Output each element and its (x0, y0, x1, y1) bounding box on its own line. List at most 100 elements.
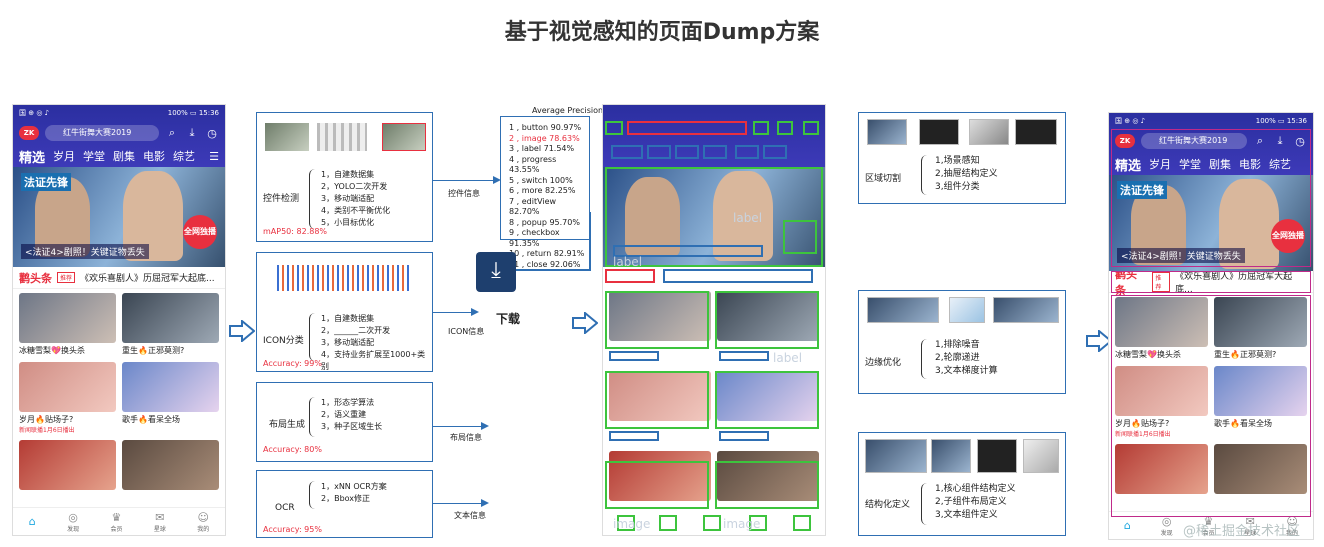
video-card[interactable]: 冰糖雪梨💖换头杀 (19, 293, 116, 356)
tab-5[interactable]: 综艺 (1269, 158, 1292, 171)
ap-row: 5 , switch 100% (509, 175, 573, 185)
tab-3[interactable]: 剧集 (113, 150, 136, 163)
nav-vip[interactable]: ♛会员 (1202, 515, 1214, 537)
video-card[interactable] (609, 291, 711, 365)
nav-label-1: 会员 (110, 525, 123, 533)
status-left: 国 ⊕ ◎ ♪ (19, 109, 50, 117)
tab-2[interactable]: 学堂 (1179, 158, 1202, 171)
video-card[interactable] (122, 440, 219, 492)
nav-label-3: 我的 (1286, 529, 1299, 537)
banner[interactable]: 法证先锋 <法证4>剧照！关键证物丢失 全网独播 (1109, 175, 1313, 271)
video-card[interactable] (1214, 444, 1307, 496)
tab-0[interactable]: 精选 (19, 150, 46, 166)
video-card[interactable]: 重生🔥正邪莫测? (1214, 297, 1307, 360)
app-logo[interactable]: ZK (1115, 134, 1135, 148)
video-card[interactable] (609, 451, 711, 525)
layout-gen-list: 1，形态学算法 2，语义重建 3，种子区域生长 (321, 397, 382, 433)
average-precision-title: Average Precision (532, 106, 604, 115)
brace (921, 155, 929, 195)
thumbnail-image (993, 297, 1059, 323)
banner-logo: 法证先锋 (21, 173, 71, 191)
detect-box-label (663, 269, 813, 283)
video-card[interactable] (717, 451, 819, 525)
video-thumbnail (609, 291, 711, 341)
video-card[interactable] (717, 371, 819, 445)
arrow-connector (433, 499, 489, 507)
video-card[interactable]: 歌手🔥看呆全场 (1214, 366, 1307, 438)
search-input[interactable]: 红牛街舞大赛2019 (1141, 133, 1247, 149)
nav-planet[interactable]: ✉星球 (1244, 515, 1256, 537)
video-thumbnail (1115, 297, 1208, 347)
video-card[interactable]: 岁月🔥贴场子?新闻联播1月6日播出 (1115, 366, 1208, 438)
detect-box-button (777, 121, 793, 135)
nav-label-2: 星球 (1244, 529, 1257, 537)
nav-discover[interactable]: ◎发现 (1161, 515, 1173, 537)
list-item: 3，种子区域生长 (321, 422, 383, 431)
search-icon[interactable]: ⌕ (1256, 134, 1264, 147)
headline-bar[interactable]: 鹳头条 推荐 《欢乐喜剧人》历屈冠军大起底... (13, 267, 225, 289)
video-thumbnail (1214, 444, 1307, 494)
download-arrow-lines (486, 212, 591, 276)
list-item: 2,子组件布局定义 (935, 497, 1007, 507)
flow-label-layout: 布局信息 (450, 433, 482, 442)
channel-tabs: 精选 岁月 学堂 剧集 电影 综艺 ☰ (13, 145, 225, 167)
list-item: 4，类别不平衡优化 (321, 206, 391, 215)
search-icon[interactable]: ⌕ (168, 126, 176, 139)
banner[interactable]: 法证先锋 <法证4>剧照！关键证物丢失 全网独播 (13, 167, 225, 267)
video-title: 冰糖雪梨💖换头杀 (19, 346, 85, 355)
video-title: 岁月🔥贴场子? (1115, 419, 1170, 428)
flow-label-control: 控件信息 (448, 189, 480, 198)
nav-label-0: 发现 (1160, 529, 1173, 537)
headline-text: 《欢乐喜剧人》历屈冠军大起底... (1175, 271, 1293, 295)
download-button[interactable]: ⤓ (476, 252, 516, 292)
search-input[interactable]: 红牛街舞大赛2019 (45, 125, 159, 141)
tab-1[interactable]: 岁月 (1149, 158, 1172, 171)
nav-vip[interactable]: ♛会员 (110, 511, 122, 533)
ap-row: 6 , more 82.25% (509, 186, 576, 195)
tab-1[interactable]: 岁月 (53, 150, 76, 163)
tab-5[interactable]: 综艺 (173, 150, 196, 163)
banner-badge: 全网独播 (1271, 219, 1305, 253)
video-title: 歌手🔥看呆全场 (1214, 419, 1272, 428)
detect-box-label (719, 431, 769, 441)
history-icon[interactable]: ◷ (207, 126, 217, 140)
nav-discover[interactable]: ◎发现 (67, 511, 79, 533)
video-card[interactable] (1115, 444, 1208, 496)
tab-0[interactable]: 精选 (1115, 158, 1142, 174)
download-icon[interactable]: ⤓ (1277, 134, 1283, 147)
tab-3[interactable]: 剧集 (1209, 158, 1232, 171)
nav-me[interactable]: ☺我的 (1286, 515, 1298, 537)
video-card[interactable]: 歌手🔥看呆全场 (122, 362, 219, 434)
tab-4[interactable]: 电影 (1239, 158, 1262, 171)
video-card[interactable] (717, 291, 819, 365)
history-icon[interactable]: ◷ (1295, 134, 1305, 148)
video-title: 歌手🔥看呆全场 (122, 415, 180, 424)
app-logo[interactable]: ZK (19, 126, 39, 140)
nav-me[interactable]: ☺我的 (197, 511, 209, 533)
search-text: 红牛街舞大赛2019 (63, 128, 132, 137)
video-grid (603, 287, 825, 529)
nav-label-1: 会员 (1202, 529, 1215, 537)
download-label: 下载 (496, 312, 521, 326)
download-icon[interactable]: ⤓ (189, 126, 195, 139)
tab-2[interactable]: 学堂 (83, 150, 106, 163)
ap-row: 4 , progress 43.55% (509, 154, 557, 175)
download-icon: ⤓ (491, 258, 501, 283)
discover-icon: ◎ (1161, 514, 1172, 528)
video-card[interactable]: 重生🔥正邪莫测? (122, 293, 219, 356)
nav-home[interactable]: ⌂ (1124, 519, 1131, 532)
video-card[interactable] (19, 440, 116, 492)
menu-icon[interactable]: ☰ (209, 149, 219, 163)
struct-def-box: 结构化定义 1,核心组件结构定义 2,子组件布局定义 3,文本组件定义 (858, 432, 1066, 536)
headline-badge: 推荐 (57, 272, 76, 283)
video-card[interactable]: 冰糖雪梨💖换头杀 (1115, 297, 1208, 360)
struct-def-label: 结构化定义 (865, 500, 911, 510)
detect-box-label (609, 431, 659, 441)
nav-planet[interactable]: ✉星球 (154, 511, 166, 533)
list-item: 3，移动端适配 (321, 194, 375, 203)
video-card[interactable] (609, 371, 711, 445)
nav-home[interactable]: ⌂ (29, 515, 36, 528)
video-thumbnail (717, 291, 819, 341)
video-card[interactable]: 岁月🔥贴场子?新闻联播1月6日播出 (19, 362, 116, 434)
tab-4[interactable]: 电影 (143, 150, 166, 163)
